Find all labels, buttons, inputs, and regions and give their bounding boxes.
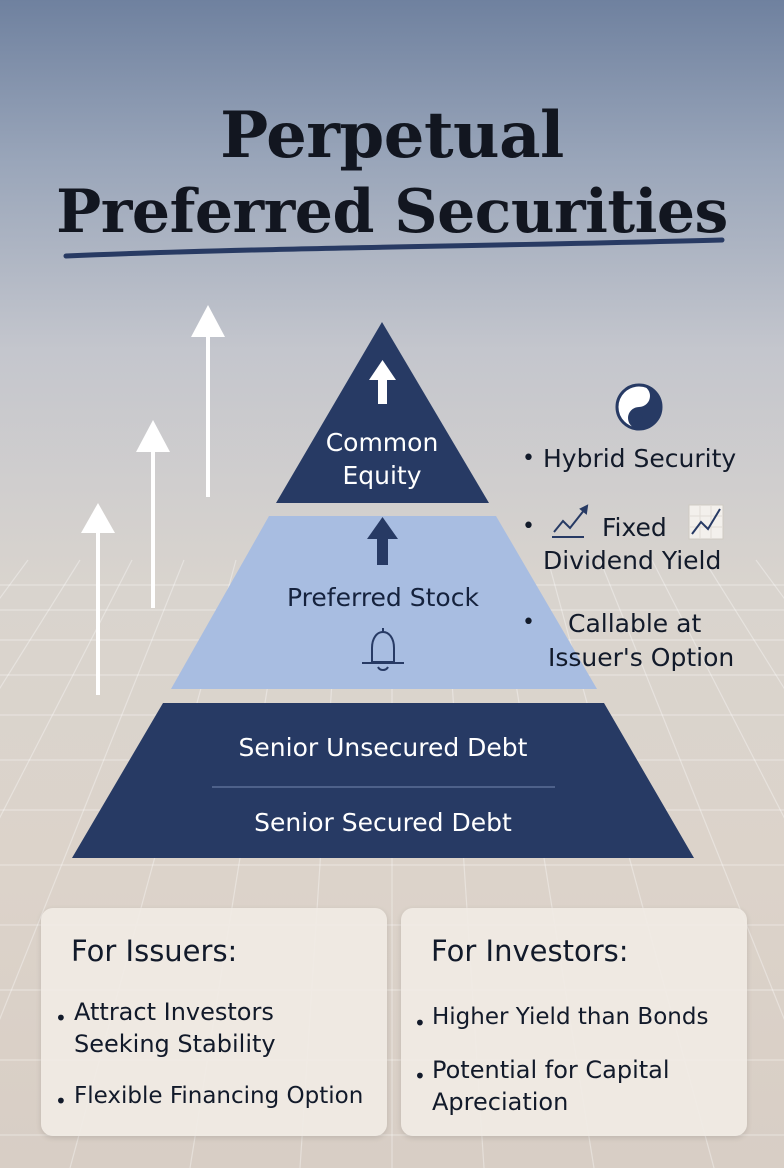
bullet-icon: • [414, 1064, 426, 1088]
page-title-line1: Perpetual [220, 98, 564, 173]
bell-icon [362, 628, 404, 671]
tier-label-senior-unsecured-debt: Senior Unsecured Debt [238, 733, 528, 762]
growth-arrows [81, 305, 225, 695]
growth-arrow-short [81, 503, 115, 695]
growth-arrow-tall [191, 305, 225, 497]
issuers-item-stability: Seeking Stability [74, 1030, 276, 1058]
investors-item-potential: Potential for Capital [432, 1056, 670, 1084]
tier-preferred-stock [171, 516, 597, 689]
trend-chart-icon [552, 504, 589, 538]
tier-label-senior-secured-debt: Senior Secured Debt [254, 808, 512, 837]
feature-dividend-yield: Dividend Yield [543, 546, 722, 575]
issuers-item-attract: Attract Investors [74, 998, 274, 1026]
investors-item-higher-yield: Higher Yield than Bonds [432, 1004, 709, 1030]
growth-arrow-medium [136, 420, 170, 608]
investors-item-apreciation: Apreciation [432, 1088, 569, 1116]
feature-issuers-option: Issuer's Option [548, 643, 735, 672]
bullet-icon: • [522, 446, 535, 471]
tier-senior-debt [72, 703, 694, 858]
tier-common-equity [276, 322, 489, 503]
trend-chart-icon [688, 504, 724, 540]
tier-label-preferred-stock: Preferred Stock [287, 583, 479, 612]
feature-callable-at: Callable at [568, 609, 702, 638]
bullet-icon: • [522, 514, 535, 539]
card-title-investors: For Investors: [431, 934, 629, 968]
feature-fixed: Fixed [602, 513, 667, 542]
issuers-item-flexible: Flexible Financing Option [74, 1083, 364, 1109]
up-arrow-icon [369, 360, 396, 404]
title-underline [63, 237, 725, 259]
card-for-issuers: For Issuers: • Attract Investors Seeking… [41, 908, 387, 1136]
feature-hybrid-security: Hybrid Security [543, 444, 737, 473]
page-title-line2: Preferred Securities [56, 177, 728, 247]
card-for-investors: For Investors: • Higher Yield than Bonds… [401, 908, 747, 1136]
yin-yang-icon [615, 383, 663, 431]
bullet-icon: • [55, 1089, 67, 1113]
card-title-issuers: For Issuers: [71, 934, 238, 968]
bullet-icon: • [522, 610, 535, 635]
tier-label-common-equity: Common Equity [325, 428, 439, 490]
up-arrow-icon [367, 517, 398, 565]
bullet-icon: • [414, 1011, 426, 1035]
bullet-icon: • [55, 1006, 67, 1030]
